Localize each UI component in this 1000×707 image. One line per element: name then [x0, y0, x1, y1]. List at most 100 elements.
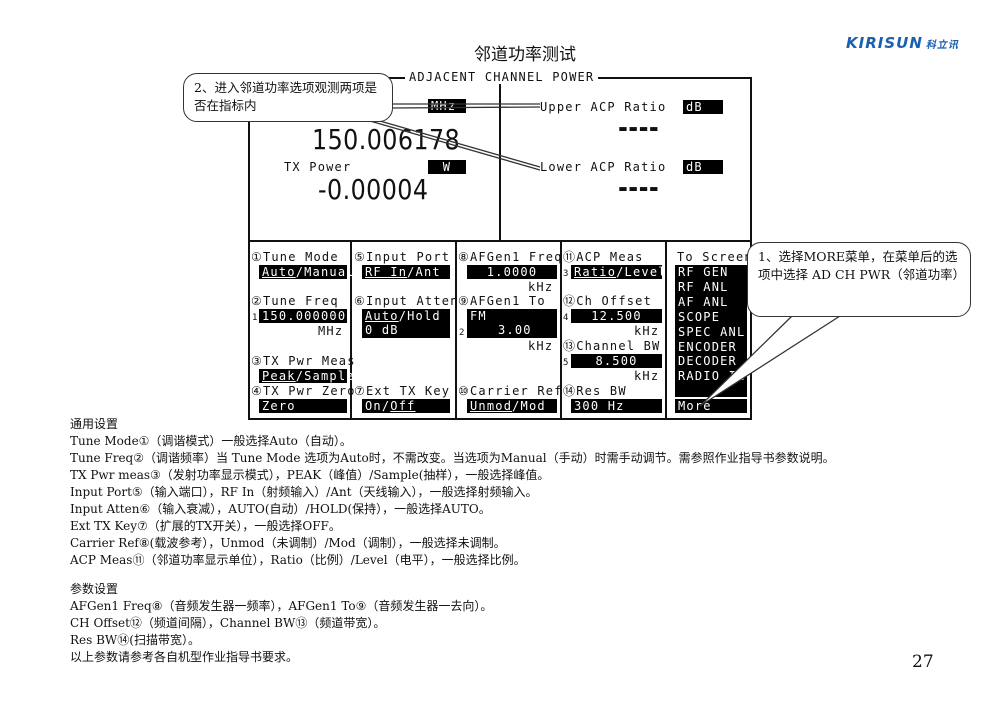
to-screen-menu: RF GEN RF ANL AF ANL SCOPE SPEC ANL ENCO…: [675, 265, 753, 397]
afgen1-freq-label: ⑧AFGen1 Freq: [458, 250, 563, 264]
menu-item-decoder[interactable]: DECODER: [678, 354, 737, 369]
text-line: Carrier Ref⑧(载波参考），Unmod（未调制）/Mod（调制），一般…: [70, 536, 506, 550]
tx-power-label: TX Power: [284, 160, 352, 174]
text-line: 以上参数请参考各自机型作业指导书要求。: [70, 650, 299, 664]
option-ratio[interactable]: Ratio: [574, 265, 617, 279]
params-heading: 参数设置: [70, 582, 119, 596]
text-line: Tune Freq②（调谐频率）当 Tune Mode 选项为Auto时，不需改…: [70, 451, 835, 465]
tx-pwr-meas-toggle[interactable]: Peak/Sample: [259, 369, 353, 383]
callout-step-1: 1、选择MORE菜单，在菜单后的选项中选择 AD CH PWR（邻道功率）: [747, 242, 971, 317]
menu-item-spec-anl[interactable]: SPEC ANL: [678, 324, 746, 339]
column-divider: [665, 241, 667, 420]
menu-item-scope[interactable]: SCOPE: [678, 309, 721, 324]
option-auto[interactable]: Auto: [262, 265, 296, 279]
general-settings: 通用设置 Tune Mode①（调谐模式）一般选择Auto（自动）。 Tune …: [70, 416, 835, 569]
afgen1-to-value[interactable]: 3.00: [498, 323, 532, 337]
text-line: Input Atten⑥（输入衰减），AUTO(自动）/HOLD(保持），一般选…: [70, 502, 491, 516]
general-heading: 通用设置: [70, 417, 119, 431]
tune-freq-unit-label: MHz: [318, 324, 344, 338]
tune-freq-label: ②Tune Freq: [251, 294, 339, 308]
menu-item-rf-anl[interactable]: RF ANL: [678, 279, 729, 294]
tune-mode-label: ①Tune Mode: [251, 250, 339, 264]
more-button[interactable]: More: [675, 399, 747, 413]
ch-offset-label: ⑫Ch Offset: [563, 294, 653, 308]
ext-tx-key-label: ⑦Ext TX Key: [354, 384, 451, 398]
option-manual[interactable]: /Manual: [295, 265, 355, 279]
tx-power-value: -0.00004: [318, 173, 429, 206]
afgen1-to-destination[interactable]: FM: [470, 309, 487, 323]
ch-offset-field[interactable]: 12.500: [571, 309, 662, 323]
afgen1-freq-field[interactable]: 1.0000: [467, 265, 557, 279]
afgen1-to-index: 2: [459, 328, 466, 338]
screen-divider: [499, 77, 501, 242]
lower-acp-unit: dB: [683, 160, 723, 174]
input-port-toggle[interactable]: RF In/Ant: [362, 265, 450, 279]
column-divider: [350, 241, 352, 420]
text-line: ACP Meas⑪（邻道功率显示单位），Ratio（比例）/Level（电平），…: [70, 553, 526, 567]
tx-power-unit: W: [428, 160, 466, 174]
input-port-label: ⑤Input Port: [354, 250, 451, 264]
text-line: Ext TX Key⑦（扩展的TX开关），一般选择OFF。: [70, 519, 341, 533]
afgen1-to-unit: kHz: [528, 339, 554, 353]
input-atten-value[interactable]: 0 dB: [365, 323, 399, 337]
carrier-ref-toggle[interactable]: Unmod/Mod: [467, 399, 557, 413]
option-off[interactable]: Off: [390, 399, 416, 413]
channel-bw-index: 5: [563, 358, 570, 368]
channel-bw-unit: kHz: [634, 369, 660, 383]
screen-header: ADJACENT CHANNEL POWER: [405, 70, 599, 84]
option-unmod[interactable]: Unmod: [470, 399, 513, 413]
lower-acp-value: ----: [618, 171, 660, 204]
menu-item-af-anl[interactable]: AF ANL: [678, 294, 729, 309]
screen-divider: [248, 240, 752, 242]
tune-freq-unit: MHz: [428, 99, 466, 113]
option-mod[interactable]: /Mod: [512, 399, 546, 413]
acp-meas-label: ⑪ACP Meas: [563, 250, 644, 264]
ext-tx-key-toggle[interactable]: On/Off: [362, 399, 450, 413]
option-on[interactable]: On/: [365, 399, 391, 413]
option-ant[interactable]: /Ant: [407, 265, 441, 279]
menu-item-encoder[interactable]: ENCODER: [678, 339, 737, 354]
channel-bw-field[interactable]: 8.500: [571, 354, 662, 368]
text-line: CH Offset⑫（频道间隔），Channel BW⑬（频道带宽）。: [70, 616, 386, 630]
column-divider: [455, 241, 457, 420]
acp-meas-index: 3: [563, 269, 570, 279]
tx-pwr-zero-label: ④TX Pwr Zero: [251, 384, 356, 398]
option-auto[interactable]: Auto: [365, 309, 399, 323]
option-hold[interactable]: /Hold: [398, 309, 441, 323]
lower-acp-label: Lower ACP Ratio: [540, 160, 667, 174]
column-divider: [560, 241, 562, 420]
parameter-settings: 参数设置 AFGen1 Freq⑧（音频发生器一频率），AFGen1 To⑨（音…: [70, 581, 492, 666]
option-peak[interactable]: Peak: [262, 369, 296, 383]
channel-bw-label: ⑬Channel BW: [563, 339, 661, 353]
tx-pwr-zero-button[interactable]: Zero: [259, 399, 347, 413]
tune-freq-field[interactable]: 150.000000: [259, 309, 347, 323]
option-sample[interactable]: /Sample: [295, 369, 355, 383]
afgen1-freq-unit: kHz: [528, 280, 554, 294]
text-line: Input Port⑤（输入端口），RF In（射频输入）/Ant（天线输入），…: [70, 485, 538, 499]
afgen1-to-field[interactable]: FM 3.00: [467, 309, 557, 338]
page-title: 邻道功率测试: [474, 45, 576, 65]
res-bw-field[interactable]: 300 Hz: [571, 399, 662, 413]
page-number: 27: [912, 652, 934, 672]
option-level[interactable]: /Level: [616, 265, 667, 279]
text-line: Tune Mode①（调谐模式）一般选择Auto（自动）。: [70, 434, 352, 448]
tune-mode-toggle[interactable]: Auto/Manual: [259, 265, 353, 279]
to-screen-label: To Screen: [677, 250, 753, 264]
acp-meas-toggle[interactable]: Ratio/Level: [571, 265, 665, 279]
menu-item-rf-gen[interactable]: RF GEN: [678, 265, 729, 279]
upper-acp-label: Upper ACP Ratio: [540, 100, 667, 114]
upper-acp-unit: dB: [683, 100, 723, 114]
input-atten-label: ⑥Input Atten: [354, 294, 459, 308]
upper-acp-value: ----: [618, 111, 660, 144]
callout-step-2: 2、进入邻道功率选项观测两项是否在指标内: [183, 73, 393, 122]
ch-offset-index: 4: [563, 313, 570, 323]
text-line: AFGen1 Freq⑧（音频发生器一频率），AFGen1 To⑨（音频发生器一…: [70, 599, 493, 613]
res-bw-label: ⑭Res BW: [563, 384, 627, 398]
text-line: TX Pwr meas③（发射功率显示模式），PEAK（峰值）/Sample(抽…: [70, 468, 550, 482]
tune-freq-index: 1: [252, 313, 259, 323]
option-rf-in[interactable]: RF In: [365, 265, 408, 279]
tx-pwr-meas-label: ③TX Pwr Meas: [251, 354, 356, 368]
